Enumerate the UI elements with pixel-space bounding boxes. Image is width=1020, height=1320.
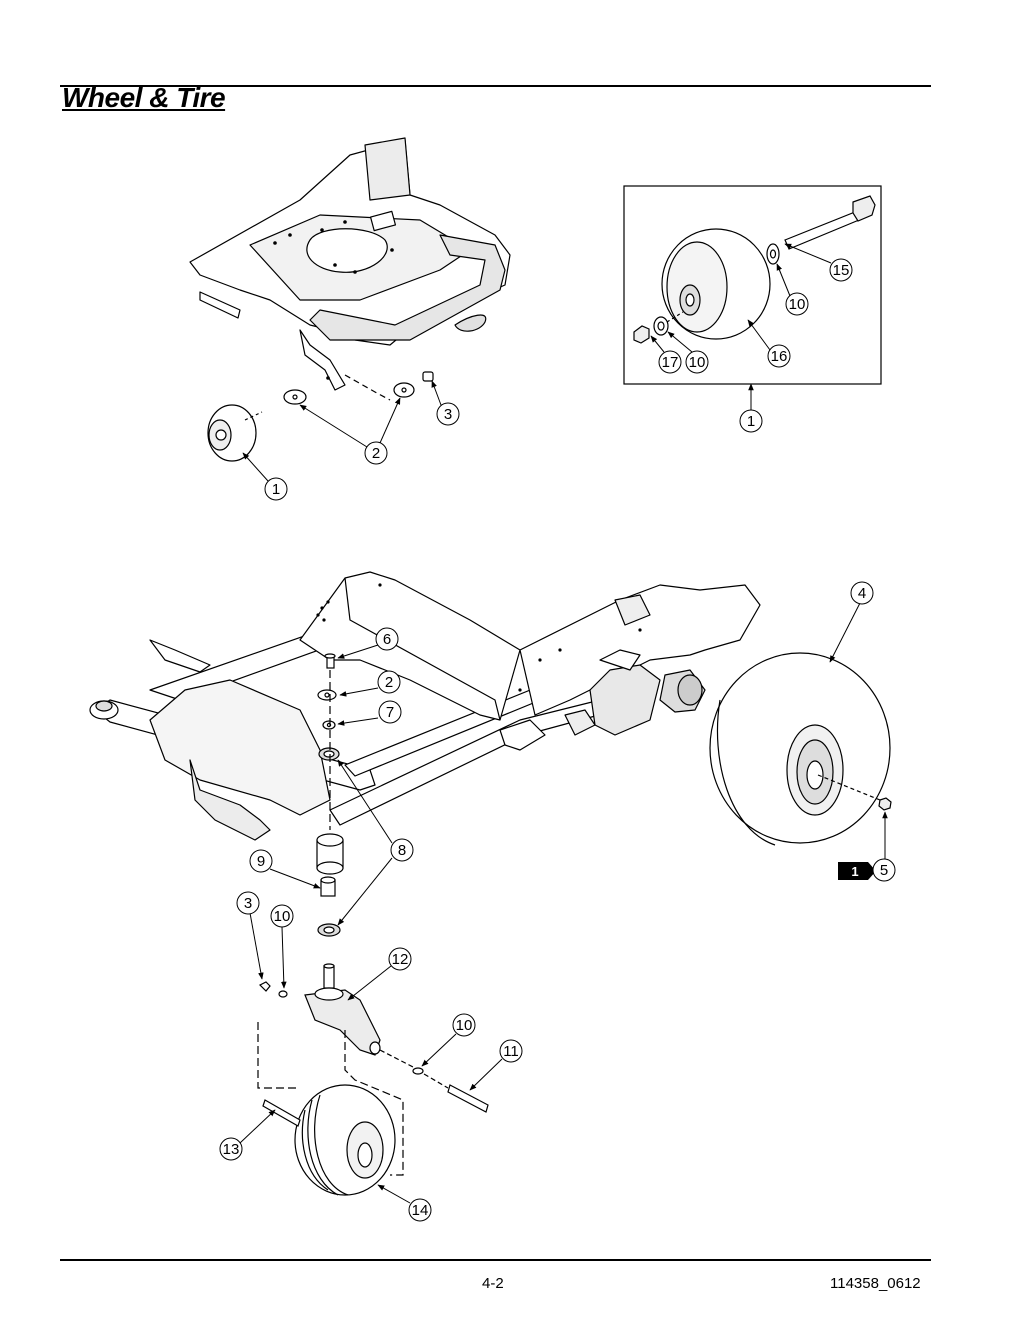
callout-label: 8 [398, 842, 406, 859]
callout-inset-10: 10 [785, 292, 809, 316]
callout-label: 11 [503, 1043, 519, 1060]
callout-label: 2 [372, 445, 380, 462]
leader-lines [239, 243, 888, 1204]
callout-main-10: 10 [270, 904, 294, 928]
callout-top_left-2: 2 [364, 441, 388, 465]
caster-wheel [257, 1022, 404, 1196]
small-caster-wheel [207, 404, 263, 462]
callout-label: 4 [858, 585, 866, 602]
upper-washers [283, 371, 434, 405]
callout-label: 15 [833, 262, 850, 279]
callout-label: 1 [747, 413, 755, 430]
callout-main-14: 14 [408, 1198, 432, 1222]
callout-main-7: 7 [378, 700, 402, 724]
callout-inset-15: 15 [829, 258, 853, 282]
page-number: 4-2 [482, 1275, 504, 1292]
callout-main-9: 9 [249, 849, 273, 873]
callout-label: 1 [272, 481, 280, 498]
top-rule [60, 85, 931, 87]
callout-label: 10 [456, 1017, 473, 1034]
callout-inset-10: 10 [685, 350, 709, 374]
callout-main-12: 12 [388, 947, 412, 971]
callout-inset-17: 17 [658, 350, 682, 374]
callout-label: 10 [689, 354, 706, 371]
reference-tag-label: 1 [851, 864, 858, 879]
callout-inset-16: 16 [767, 344, 791, 368]
callout-main-11: 11 [499, 1039, 523, 1063]
page-title: Wheel & Tire [62, 82, 226, 113]
callout-top_left-1: 1 [264, 477, 288, 501]
spindle-stack [316, 653, 344, 989]
main-chassis-frame [89, 571, 761, 841]
callout-main-10: 10 [452, 1013, 476, 1037]
callout-main-13: 13 [219, 1137, 243, 1161]
callout-label: 10 [789, 296, 806, 313]
callout-main-8: 8 [390, 838, 414, 862]
callout-label: 3 [444, 406, 452, 423]
document-code: 114358_0612 [830, 1275, 921, 1292]
callout-label: 2 [385, 674, 393, 691]
callout-label: 12 [392, 951, 409, 968]
callout-main-5: 5 [872, 858, 896, 882]
drive-tire [709, 652, 892, 846]
callout-label: 17 [662, 354, 679, 371]
callout-main-2: 2 [377, 670, 401, 694]
inset-wheel [661, 228, 771, 340]
callout-main-6: 6 [375, 627, 399, 651]
bottom-rule [60, 1259, 931, 1261]
callout-main-4: 4 [850, 581, 874, 605]
callout-main-3: 3 [236, 891, 260, 915]
callout-label: 13 [223, 1141, 240, 1158]
reference-tag: 1 [838, 862, 876, 880]
callout-label: 7 [386, 704, 394, 721]
callout-label: 14 [412, 1202, 429, 1219]
callout-label: 5 [880, 862, 888, 879]
callout-label: 3 [244, 895, 252, 912]
callout-label: 9 [257, 853, 265, 870]
callout-label: 6 [383, 631, 391, 648]
callout-inset-1: 1 [739, 409, 763, 433]
callout-label: 10 [274, 908, 291, 925]
callout-label: 16 [771, 348, 788, 365]
upper-deck-frame [189, 137, 511, 391]
callout-top_left-3: 3 [436, 402, 460, 426]
caster-fork [258, 981, 489, 1113]
